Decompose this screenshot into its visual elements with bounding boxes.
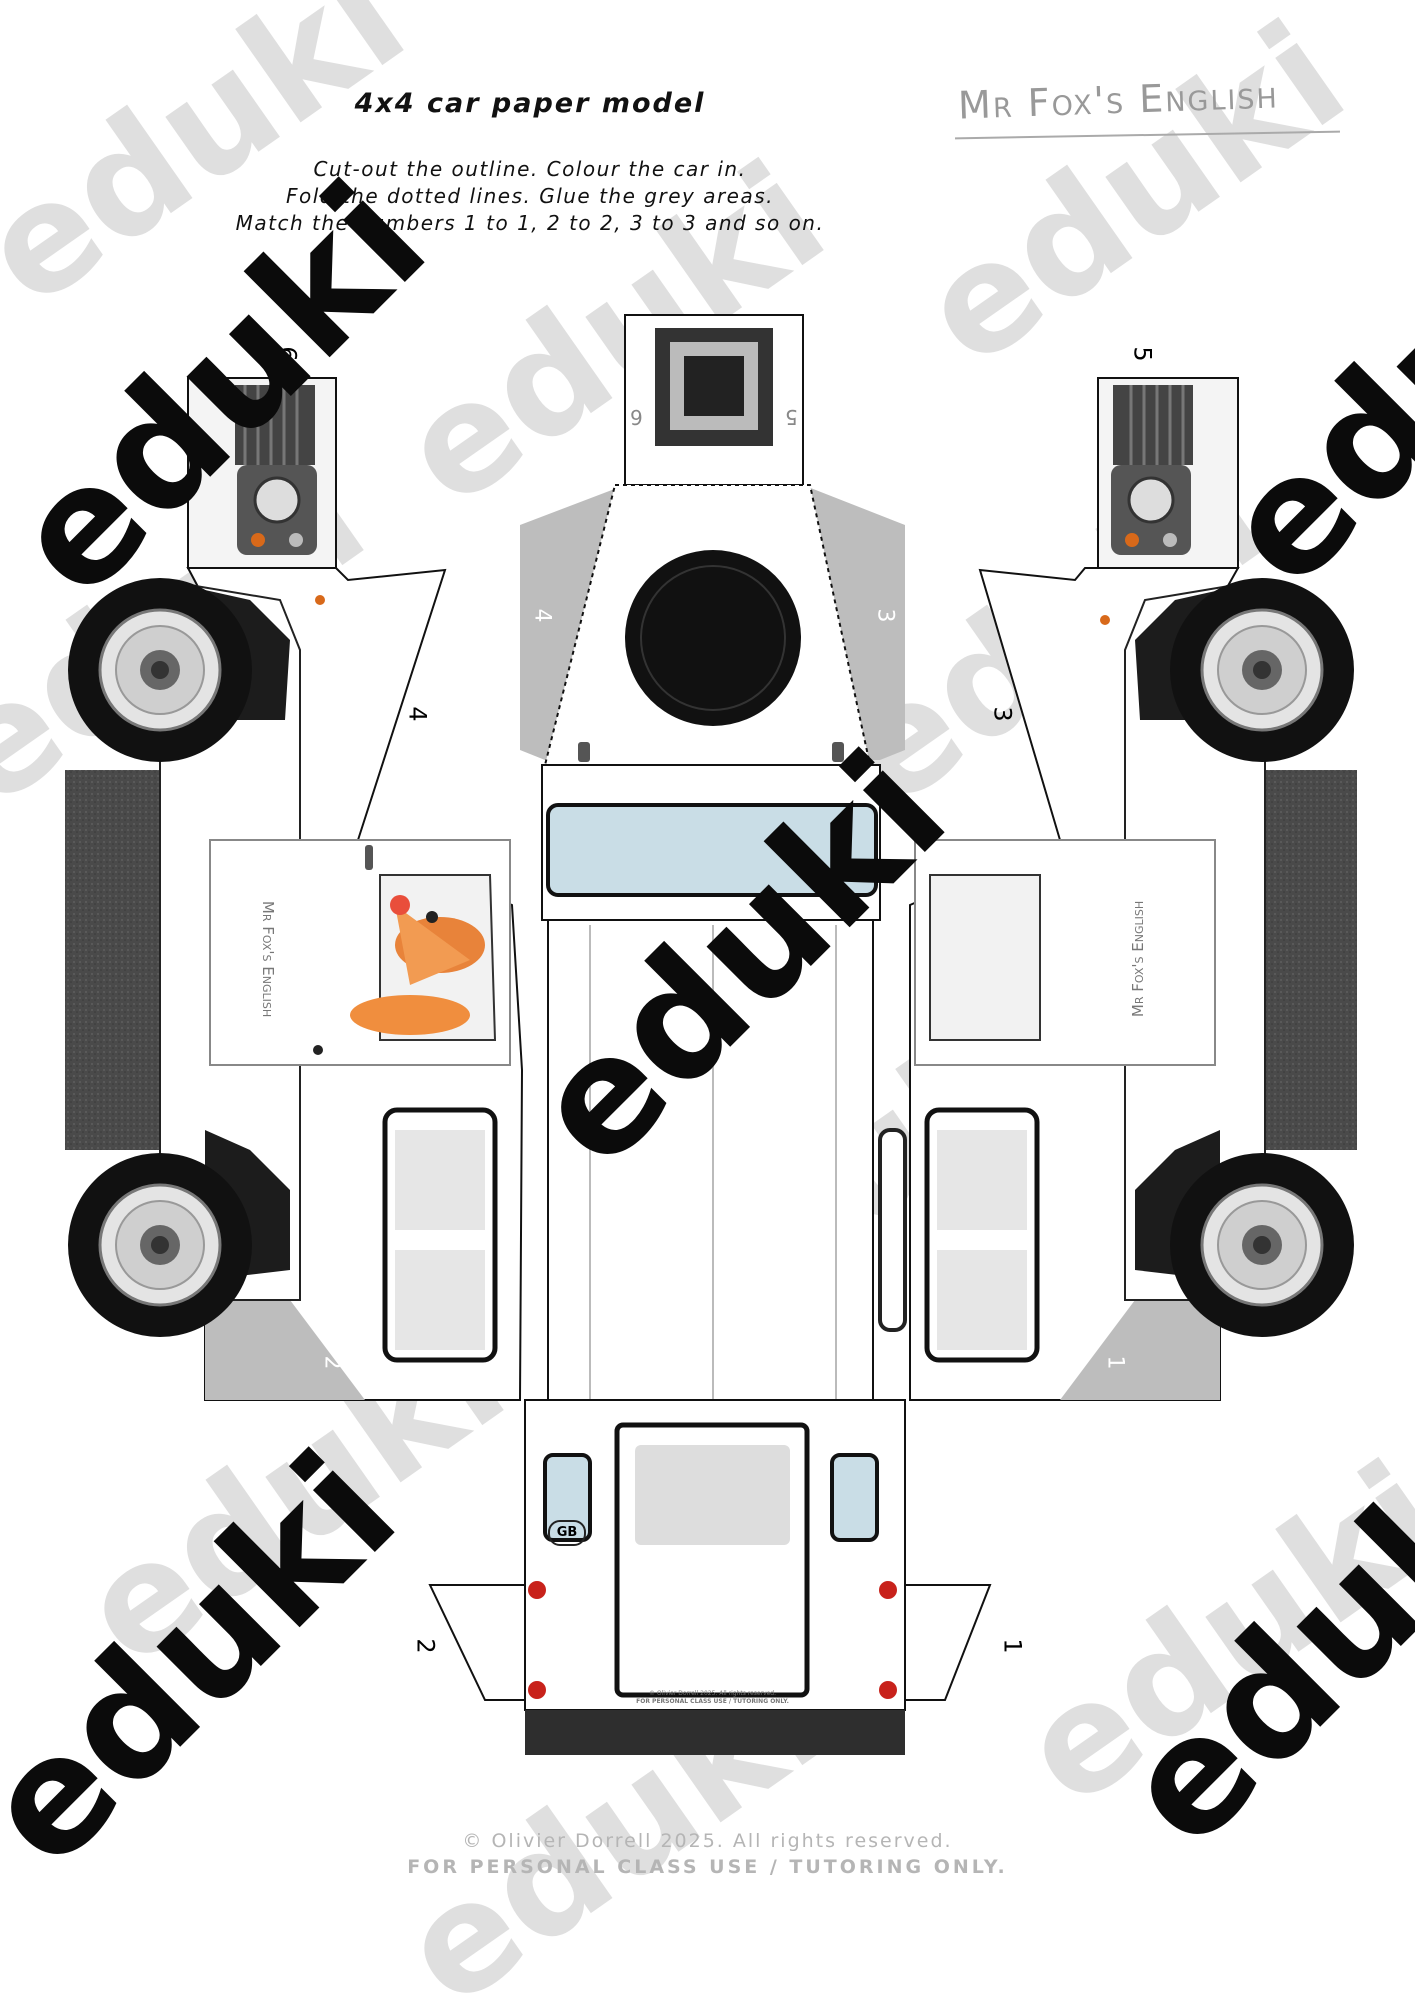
fox-driver-picture	[350, 895, 485, 1035]
roof-and-bonnet-panel	[520, 314, 907, 1401]
footer-copyright: © Olivier Dorrell 2025. All rights reser…	[462, 1830, 953, 1852]
gb-badge: GB	[548, 1520, 586, 1546]
rear-copyright: © Olivier Dorrell 2025. All rights reser…	[649, 1690, 776, 1697]
tab-label-4-left: 4	[403, 706, 432, 722]
instruction-line-1: Cut-out the outline. Colour the car in.	[313, 157, 747, 181]
door-brand-left: Mr Fox's English	[259, 900, 278, 1018]
instruction-line-3: Match the numbers 1 to 1, 2 to 2, 3 to 3…	[235, 211, 825, 235]
tab-label-2-left: 2	[319, 1355, 345, 1370]
tab-label-3-center: 3	[872, 608, 898, 623]
tab-label-3-right: 3	[988, 706, 1017, 722]
tab-label-1-right: 1	[1102, 1355, 1128, 1370]
rear-panel	[428, 1399, 992, 1755]
footer-license: FOR PERSONAL CLASS USE / TUTORING ONLY.	[407, 1856, 1008, 1878]
tab-label-2-rear: 2	[411, 1638, 440, 1654]
rear-license: FOR PERSONAL CLASS USE / TUTORING ONLY.	[636, 1698, 789, 1705]
tab-label-1-rear: 1	[998, 1638, 1027, 1654]
instruction-line-2: Fold the dotted lines. Glue the grey are…	[285, 184, 775, 208]
right-side-panel	[909, 377, 1357, 1401]
door-brand-right: Mr Fox's English	[1129, 900, 1148, 1018]
tab-label-4-center: 4	[529, 608, 555, 623]
tab-label-5-center: 5	[785, 405, 798, 429]
page-title: 4x4 car paper model	[354, 88, 706, 119]
tab-label-5-right: 5	[1128, 346, 1157, 362]
tab-label-6-center: 6	[630, 405, 643, 429]
left-side-panel	[65, 377, 524, 1401]
